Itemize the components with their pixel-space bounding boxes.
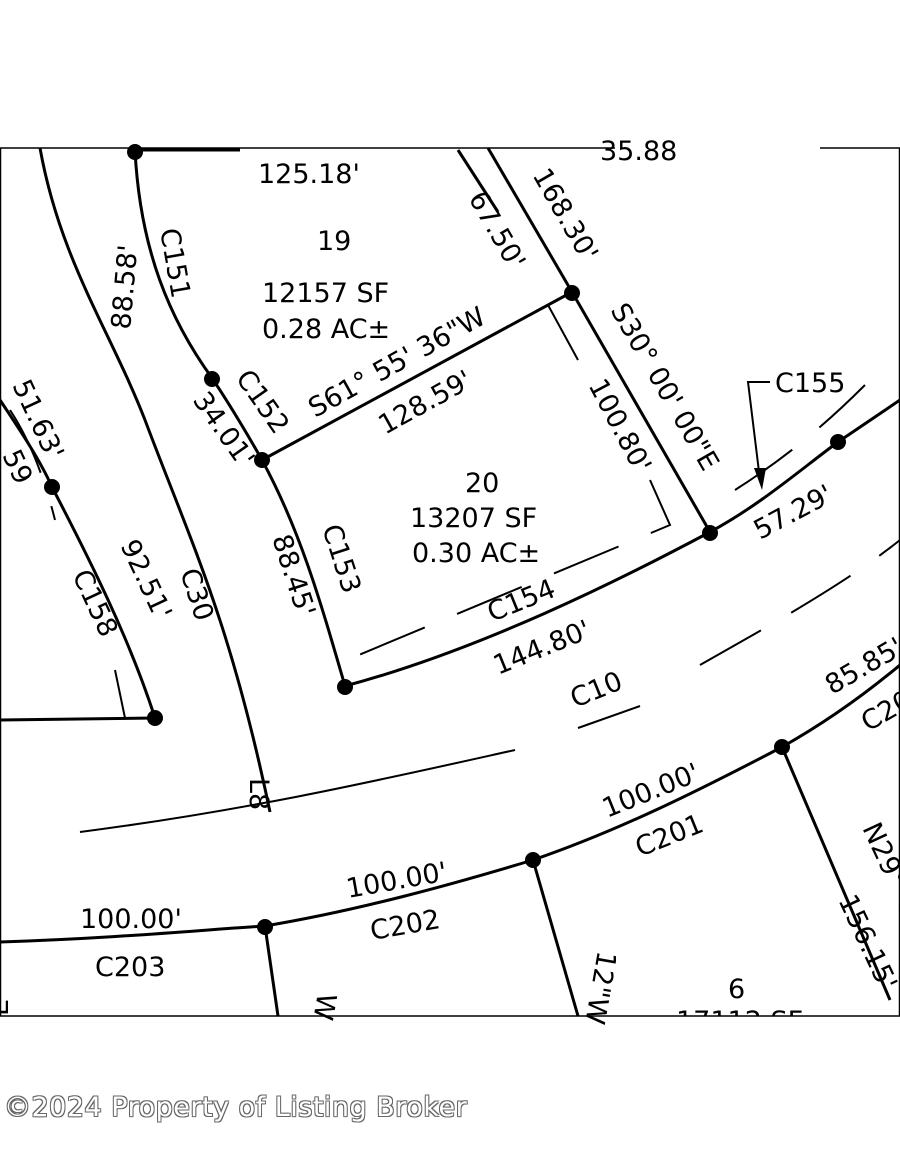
monument: [127, 144, 143, 160]
curve-c155: C155: [775, 368, 845, 399]
road-edge-inner: [133, 149, 347, 687]
monument: [257, 919, 273, 935]
monument: [774, 739, 790, 755]
lot20-area-ac: 0.30 AC±: [412, 538, 540, 569]
lot19-lot20-line: [261, 290, 573, 462]
c155-arrowhead: [754, 468, 766, 490]
dim-168-30: 168.30': [526, 163, 604, 267]
monument: [702, 525, 718, 541]
road-inner-dash: [699, 539, 900, 666]
lot20-area-sf: 13207 SF: [410, 503, 537, 534]
monument: [44, 479, 60, 495]
monument: [337, 679, 353, 695]
dim-88-58: 88.58': [106, 244, 144, 331]
lot6-area-sf: 17112 SF: [676, 1006, 803, 1037]
monument: [564, 285, 580, 301]
lot20-east-line-2: [570, 291, 712, 533]
lot19-number: 19: [317, 226, 351, 257]
monument: [525, 852, 541, 868]
lot19-east-line: [456, 149, 500, 213]
lot20-number: 20: [465, 468, 499, 499]
edge-e-frag: E: [0, 999, 15, 1016]
lot20-east-line: [486, 147, 574, 293]
dim-100-80: 100.80': [582, 374, 657, 479]
lot6-number: 6: [728, 974, 745, 1005]
left-dash: [9, 409, 126, 719]
monument: [254, 452, 270, 468]
lot20-setback: [341, 304, 672, 663]
dim-67-50: 67.50': [462, 186, 531, 275]
lot6-east-line: [780, 746, 892, 1001]
lot6-west-line: [263, 925, 280, 1017]
monument: [147, 710, 163, 726]
dim-144-80: 144.80': [489, 615, 595, 682]
road-c201-edge: [0, 663, 900, 944]
left-lot-line: [0, 399, 157, 719]
lot19-area-ac: 0.28 AC±: [262, 314, 390, 345]
dim-85-85: 85.85': [820, 632, 900, 701]
bearing-w-frag: W: [306, 991, 341, 1023]
curve-c154: C154: [483, 573, 560, 628]
dim-35-88: 35.88: [600, 136, 677, 167]
curve-c30: C30: [173, 565, 219, 625]
curve-c151: C151: [153, 226, 196, 301]
monument: [204, 371, 220, 387]
curve-c203: C203: [95, 952, 165, 983]
line-l8: L8: [243, 778, 274, 810]
left-lot-bottom-line: [0, 716, 156, 722]
road-edge-outer: [38, 147, 272, 813]
road-centerline: [79, 749, 516, 833]
road-c154-edge: [344, 398, 900, 688]
dim-156-15: 156.15': [832, 890, 900, 995]
dim-100-00-c203: 100.00': [80, 904, 182, 935]
curve-c153: C153: [315, 521, 366, 598]
lot19-area-sf: 12157 SF: [262, 278, 389, 309]
dim-92-51: 92.51': [114, 535, 178, 625]
curve-c158: C158: [66, 565, 124, 642]
curve-c10: C10: [566, 666, 627, 715]
c155-dash: [734, 384, 866, 491]
dim-125-18: 125.18': [258, 159, 360, 190]
monument: [830, 434, 846, 450]
bearing-12w-frag: 12"W: [578, 949, 621, 1027]
c155-leader: [746, 381, 770, 481]
watermark: ©2024 Property of Listing Broker: [4, 1092, 468, 1123]
curve-c202: C202: [368, 904, 443, 947]
c10-underline: [577, 705, 641, 729]
lot6-mid-line: [531, 859, 580, 1017]
